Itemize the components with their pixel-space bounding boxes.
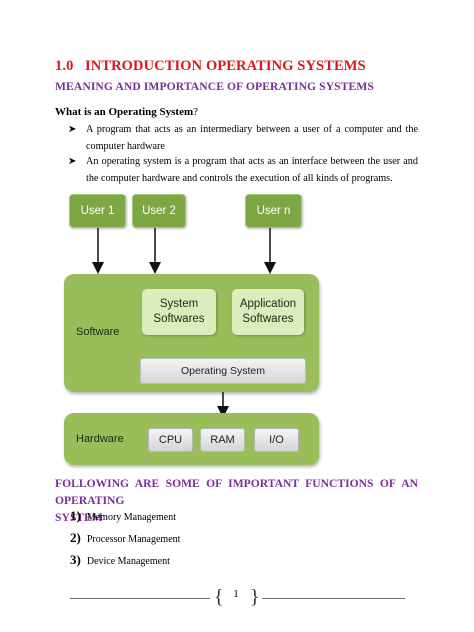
cpu-box: CPU — [148, 428, 193, 452]
bullet-text: A program that acts as an intermediary b… — [86, 124, 418, 152]
section-heading: 1.0 INTRODUCTION OPERATING SYSTEMS — [55, 58, 366, 75]
functions-heading-line2: SYSTEM — [55, 511, 103, 524]
functions-heading: FOLLOWING ARE SOME OF IMPORTANT FUNCTION… — [55, 475, 418, 526]
user-box: User 1 — [69, 194, 126, 228]
list-label: Device Management — [86, 556, 170, 567]
list-number: 1) — [70, 508, 81, 523]
list-number: 2) — [70, 530, 81, 545]
question-mark: ? — [193, 106, 199, 118]
footer-brace-left: { — [214, 586, 224, 608]
application-softwares-box: Application Softwares — [232, 289, 304, 335]
operating-system-bar: Operating System — [140, 358, 306, 384]
section-number: 1.0 — [55, 58, 74, 74]
user-box: User 2 — [132, 194, 186, 228]
list-number: 3) — [70, 552, 81, 567]
arrow-bullet-icon: ➤ — [68, 124, 77, 135]
question-text: What is an Operating System — [55, 106, 194, 118]
arrow-bullet-icon: ➤ — [68, 156, 77, 167]
bullet-item: ➤ A program that acts as an intermediary… — [68, 121, 418, 155]
footer-brace-right: } — [250, 586, 260, 608]
list-label: Processor Management — [86, 534, 181, 545]
list-item: 1) Memory Management — [70, 508, 176, 524]
list-label: Memory Management — [86, 512, 176, 523]
question-line: What is an Operating System? — [55, 106, 198, 118]
user-box: User n — [245, 194, 302, 228]
page-number: 1 — [233, 588, 239, 600]
section-title: INTRODUCTION OPERATING SYSTEMS — [85, 58, 366, 74]
list-item: 3) Device Management — [70, 552, 170, 568]
bullet-item: ➤ An operating system is a program that … — [68, 153, 418, 187]
ram-box: RAM — [200, 428, 245, 452]
subheading: MEANING AND IMPORTANCE OF OPERATING SYST… — [55, 80, 374, 93]
os-diagram: User 1 User 2 User n Software System Sof… — [58, 190, 328, 470]
footer-divider-left — [70, 598, 210, 599]
footer-divider-right — [262, 598, 405, 599]
system-softwares-box: System Softwares — [142, 289, 216, 335]
software-label: Software — [76, 326, 120, 338]
io-box: I/O — [254, 428, 299, 452]
functions-heading-line1: FOLLOWING ARE SOME OF IMPORTANT FUNCTION… — [55, 477, 418, 507]
bullet-text: An operating system is a program that ac… — [86, 156, 418, 184]
list-item: 2) Processor Management — [70, 530, 180, 546]
hardware-label: Hardware — [76, 433, 124, 445]
